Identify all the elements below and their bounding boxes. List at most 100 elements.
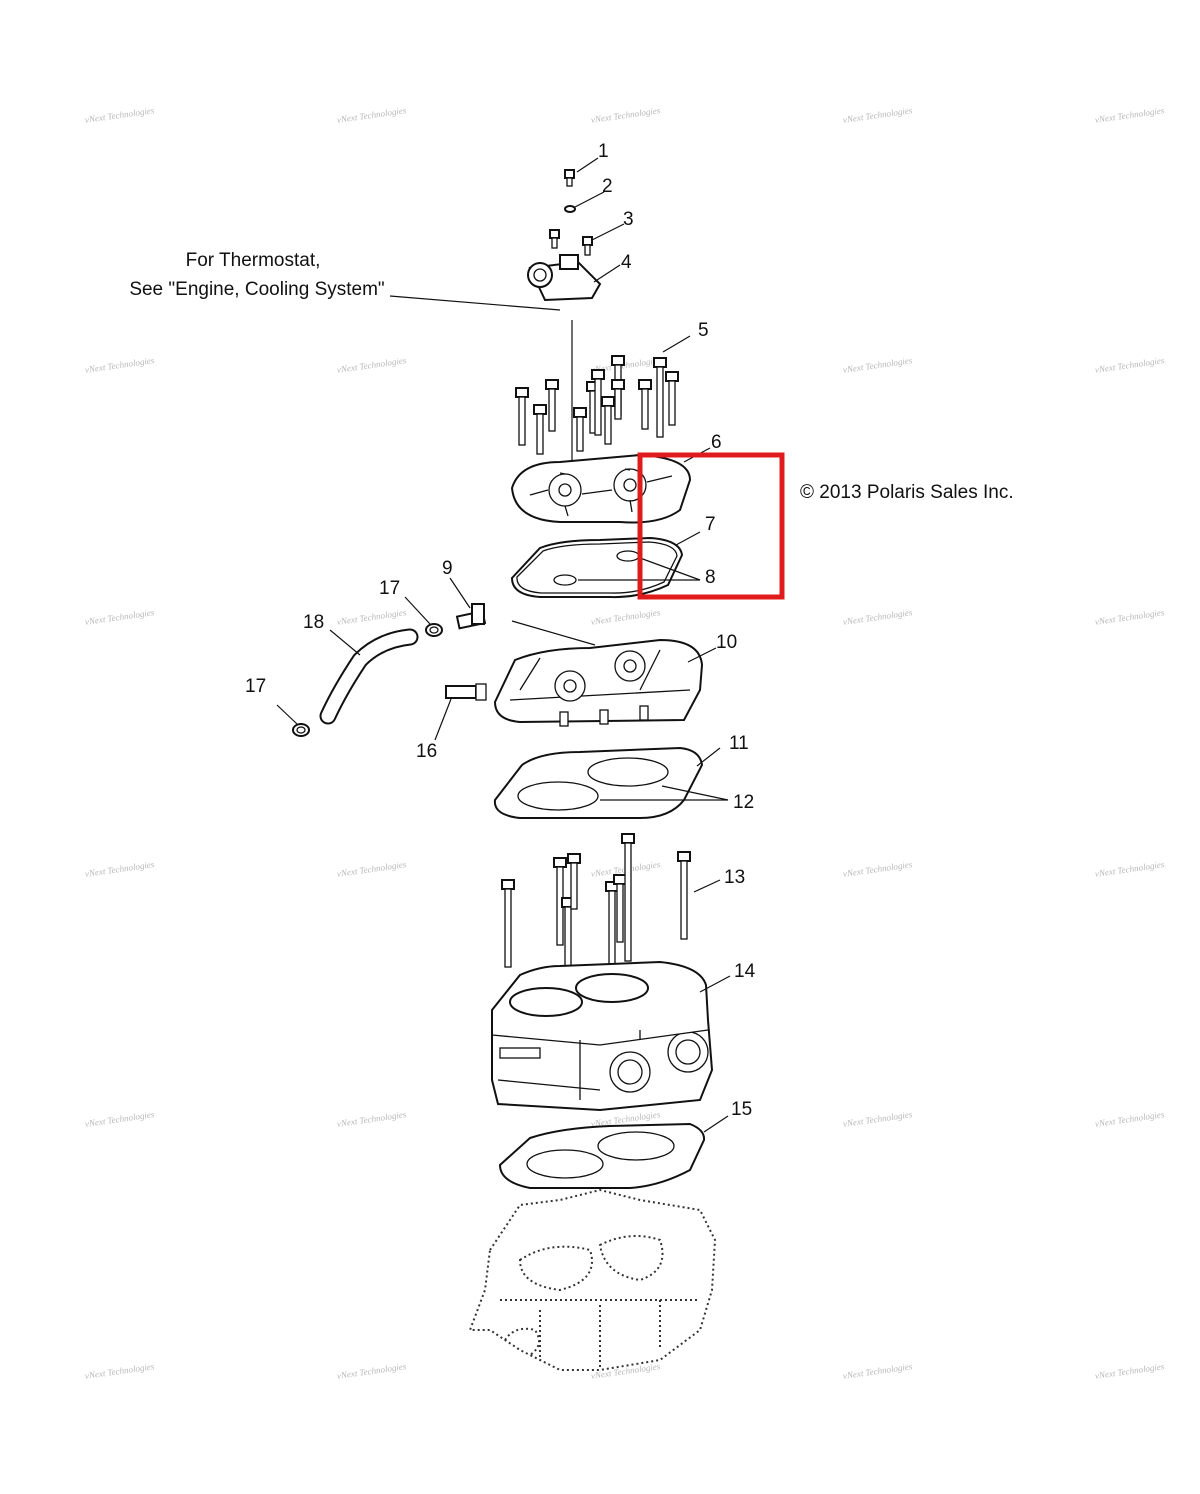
part-base-gasket xyxy=(498,1122,706,1189)
watermark-text: vNext Technologies xyxy=(1094,355,1165,375)
bolt-head xyxy=(638,379,652,390)
bolt-shank xyxy=(604,405,612,445)
part-hose-clamp-lower xyxy=(292,723,310,737)
watermark-text: vNext Technologies xyxy=(842,355,913,375)
watermark-text: vNext Technologies xyxy=(842,607,913,627)
bolt-shank xyxy=(656,366,664,438)
callout-11: 11 xyxy=(729,733,749,754)
bolt-shank xyxy=(548,388,556,432)
callout-9: 9 xyxy=(442,558,453,579)
callout-14: 14 xyxy=(734,961,756,982)
part-o-ring-1 xyxy=(553,574,577,586)
watermark-text: vNext Technologies xyxy=(590,105,661,125)
callout-10: 10 xyxy=(716,632,737,653)
watermark-text: vNext Technologies xyxy=(1094,1109,1165,1129)
watermark-text: vNext Technologies xyxy=(84,859,155,879)
callout-2: 2 xyxy=(602,176,613,197)
watermark-text: vNext Technologies xyxy=(842,105,913,125)
bolt-head xyxy=(677,851,691,862)
part-o-ring-2 xyxy=(616,550,640,562)
watermark-text: vNext Technologies xyxy=(336,859,407,879)
bolt-shank xyxy=(624,842,632,962)
callout-13: 13 xyxy=(724,867,745,888)
watermark-text: vNext Technologies xyxy=(590,607,661,627)
bolt-shank xyxy=(668,380,676,426)
watermark-text: vNext Technologies xyxy=(84,355,155,375)
part-cylinder-block xyxy=(491,960,714,1112)
callout-17-lower: 17 xyxy=(245,676,266,697)
copyright-text: © 2013 Polaris Sales Inc. xyxy=(800,482,1014,503)
part-cylinder-head xyxy=(493,638,704,727)
thermostat-note-line1: For Thermostat, xyxy=(186,250,321,271)
bolt-head xyxy=(665,371,679,382)
callout-7: 7 xyxy=(705,514,716,535)
bolt-head xyxy=(567,853,581,864)
bolt-shank xyxy=(614,388,622,420)
part-washer xyxy=(564,205,576,213)
part-head-cover xyxy=(510,453,692,524)
bolt-head xyxy=(611,355,625,366)
part-hose-nipple xyxy=(445,683,487,701)
watermark-text: vNext Technologies xyxy=(84,1109,155,1129)
bolt-head xyxy=(545,379,559,390)
part-cylinder-gasket xyxy=(493,746,704,819)
watermark-text: vNext Technologies xyxy=(842,1361,913,1381)
bolt-head xyxy=(611,379,625,390)
part-cylinder-bolts xyxy=(501,833,691,978)
part-thermostat-housing xyxy=(527,254,602,302)
part-screw xyxy=(564,169,575,187)
callout-18: 18 xyxy=(303,612,324,633)
callout-1: 1 xyxy=(598,141,609,162)
thermostat-note-line2: See "Engine, Cooling System" xyxy=(129,279,384,300)
bolt-head xyxy=(553,857,567,868)
bolt-shank xyxy=(518,396,526,446)
watermark-text: vNext Technologies xyxy=(1094,859,1165,879)
callout-6: 6 xyxy=(711,432,722,453)
watermark-text: vNext Technologies xyxy=(1094,105,1165,125)
bolt-head xyxy=(591,369,605,380)
bolt-shank xyxy=(616,883,624,943)
watermark-text: vNext Technologies xyxy=(590,1361,661,1381)
part-hose-clamp-upper xyxy=(425,623,443,637)
bolt-head xyxy=(533,404,547,415)
watermark-text: vNext Technologies xyxy=(1094,607,1165,627)
callout-17-upper: 17 xyxy=(379,578,400,599)
callout-15: 15 xyxy=(731,1099,752,1120)
watermark-text: vNext Technologies xyxy=(84,105,155,125)
callout-labels: 1 2 3 4 5 6 7 8 9 10 11 12 13 14 15 16 1… xyxy=(245,141,756,1120)
part-head-bolts xyxy=(515,355,679,455)
bolt-head xyxy=(601,396,615,407)
callout-4: 4 xyxy=(621,252,632,273)
reference-crankcase-dotted xyxy=(468,1188,717,1371)
bolt-shank xyxy=(680,860,688,940)
bolt-head xyxy=(573,407,587,418)
watermark-text: vNext Technologies xyxy=(842,859,913,879)
bolt-head xyxy=(653,357,667,368)
watermark-text: vNext Technologies xyxy=(336,1109,407,1129)
bolt-head xyxy=(613,874,627,885)
bolt-shank xyxy=(504,888,512,968)
watermark-text: vNext Technologies xyxy=(336,105,407,125)
watermark-text: vNext Technologies xyxy=(84,1361,155,1381)
bolt-shank xyxy=(576,416,584,452)
callout-3: 3 xyxy=(623,209,634,230)
part-coolant-hose xyxy=(319,628,419,725)
bolt-head xyxy=(501,879,515,890)
part-elbow-fitting xyxy=(455,603,487,630)
watermark-text: vNext Technologies xyxy=(336,607,407,627)
watermark-text: vNext Technologies xyxy=(336,1361,407,1381)
bolt-head xyxy=(621,833,635,844)
bolt-shank xyxy=(570,862,578,910)
bolt-shank xyxy=(594,378,602,436)
part-bolts-small xyxy=(549,229,593,256)
watermark-text: vNext Technologies xyxy=(336,355,407,375)
callout-16: 16 xyxy=(416,741,437,762)
watermark-text: vNext Technologies xyxy=(1094,1361,1165,1381)
watermark-text: vNext Technologies xyxy=(84,607,155,627)
bolt-shank xyxy=(536,413,544,455)
callout-5: 5 xyxy=(698,320,709,341)
highlight-box xyxy=(637,452,785,600)
callout-8: 8 xyxy=(705,567,716,588)
bolt-head xyxy=(515,387,529,398)
